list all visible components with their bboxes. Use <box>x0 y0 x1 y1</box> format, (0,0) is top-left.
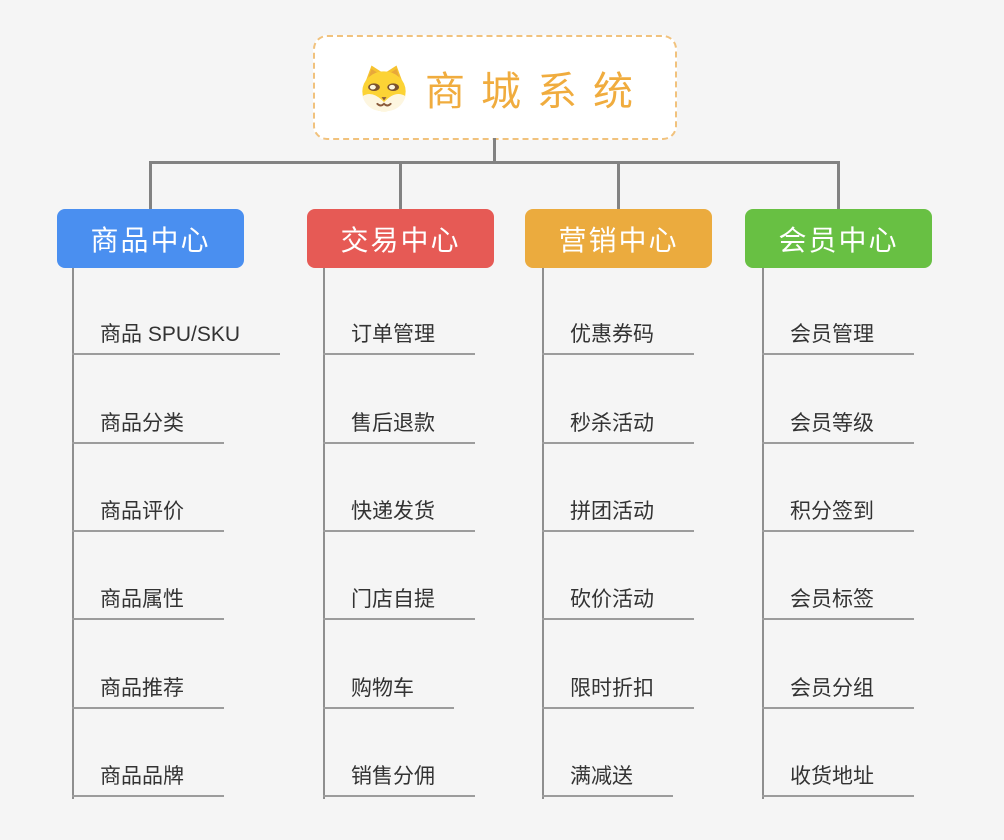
leaf-item[interactable]: 会员标签 <box>762 582 914 620</box>
leaf-item[interactable]: 购物车 <box>323 671 454 709</box>
root-node[interactable]: 商城系统 <box>313 35 677 140</box>
leaf-item[interactable]: 会员等级 <box>762 406 914 444</box>
branch-header-marketing-center[interactable]: 营销中心 <box>525 209 712 268</box>
leaf-item[interactable]: 收货地址 <box>762 759 914 797</box>
branch-header-product-center[interactable]: 商品中心 <box>57 209 244 268</box>
spine-line <box>762 268 764 799</box>
spine-line <box>72 268 74 799</box>
leaf-item[interactable]: 会员分组 <box>762 671 914 709</box>
branch-connector-bar <box>149 161 840 164</box>
leaf-item[interactable]: 订单管理 <box>323 317 475 355</box>
leaf-item[interactable]: 限时折扣 <box>542 671 694 709</box>
leaf-item[interactable]: 优惠券码 <box>542 317 694 355</box>
branch-header-trade-center[interactable]: 交易中心 <box>307 209 494 268</box>
drop-line-member <box>837 161 840 209</box>
leaf-item[interactable]: 商品推荐 <box>72 671 224 709</box>
leaf-item[interactable]: 商品品牌 <box>72 759 224 797</box>
leaf-item[interactable]: 商品 SPU/SKU <box>72 317 281 355</box>
leaf-item[interactable]: 满减送 <box>542 759 673 797</box>
leaf-item[interactable]: 快递发货 <box>323 494 475 532</box>
leaf-item[interactable]: 会员管理 <box>762 317 914 355</box>
leaf-item[interactable]: 商品评价 <box>72 494 224 532</box>
drop-line-product <box>149 161 152 209</box>
leaf-item[interactable]: 积分签到 <box>762 494 914 532</box>
spine-line <box>323 268 325 799</box>
leaf-item[interactable]: 商品分类 <box>72 406 224 444</box>
leaf-item[interactable]: 门店自提 <box>323 582 475 620</box>
drop-line-trade <box>399 161 402 209</box>
spine-line <box>542 268 544 799</box>
root-title: 商城系统 <box>425 69 649 114</box>
drop-line-marketing <box>617 161 620 209</box>
leaf-item[interactable]: 销售分佣 <box>323 759 475 797</box>
trunk-connector-line <box>493 138 496 163</box>
leaf-item[interactable]: 售后退款 <box>323 406 475 444</box>
branch-header-member-center[interactable]: 会员中心 <box>745 209 932 268</box>
leaf-item[interactable]: 砍价活动 <box>542 582 694 620</box>
doge-icon <box>362 65 406 111</box>
leaf-item[interactable]: 秒杀活动 <box>542 406 694 444</box>
leaf-item[interactable]: 商品属性 <box>72 582 224 620</box>
leaf-item[interactable]: 拼团活动 <box>542 494 694 532</box>
